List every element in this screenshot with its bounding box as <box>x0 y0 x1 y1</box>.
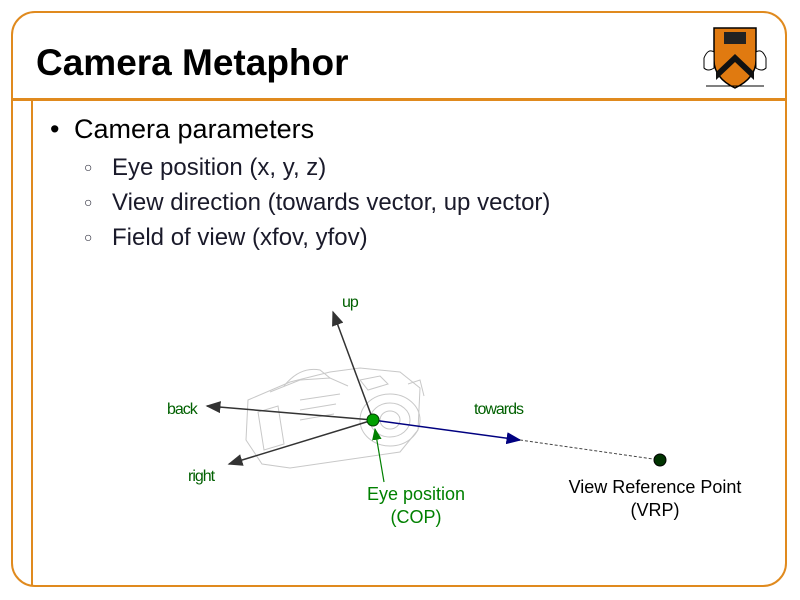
sub-bullet: ○ View direction (towards vector, up vect… <box>84 189 550 217</box>
slide-frame <box>11 11 787 587</box>
up-vector <box>332 310 374 421</box>
left-margin-rule <box>31 100 33 585</box>
sub-bullet: ○ Eye position (x, y, z) <box>84 154 326 182</box>
eye-pointer <box>372 427 385 483</box>
back-vector <box>205 401 374 421</box>
eye-position-label-line1: Eye position <box>366 484 466 504</box>
up-label: up <box>342 294 359 311</box>
eye-position-label: Eye position (COP) <box>356 484 476 528</box>
vrp-label-line1: View Reference Point <box>568 477 742 497</box>
title-divider <box>13 98 785 101</box>
sub-bullet-text: View direction (towards vector, up vecto… <box>112 189 551 216</box>
slide-title: Camera Metaphor <box>36 42 349 83</box>
camera-sketch <box>245 367 425 469</box>
main-bullet: • Camera parameters <box>50 114 314 145</box>
sub-bullet-text: Eye position (x, y, z) <box>112 154 327 181</box>
eye-position-point <box>366 413 380 427</box>
view-reference-point <box>653 453 667 467</box>
right-label: right <box>188 468 215 485</box>
princeton-shield-icon <box>703 27 767 89</box>
right-vector <box>227 419 374 466</box>
hollow-circle-bullet-icon: ○ <box>84 158 93 175</box>
sub-bullet-text: Field of view (xfov, yfov) <box>112 224 368 251</box>
view-direction-dashed <box>519 439 661 461</box>
bullet-dot-icon: • <box>50 114 60 144</box>
back-label: back <box>167 401 198 418</box>
main-bullet-text: Camera parameters <box>74 114 315 144</box>
hollow-circle-bullet-icon: ○ <box>84 228 93 245</box>
towards-vector <box>372 419 522 445</box>
vrp-label-line2: (VRP) <box>630 500 680 520</box>
towards-label: towards <box>474 401 524 418</box>
eye-position-label-line2: (COP) <box>390 507 442 527</box>
hollow-circle-bullet-icon: ○ <box>84 193 93 210</box>
vrp-label: View Reference Point (VRP) <box>552 477 758 521</box>
sub-bullet: ○ Field of view (xfov, yfov) <box>84 224 368 252</box>
